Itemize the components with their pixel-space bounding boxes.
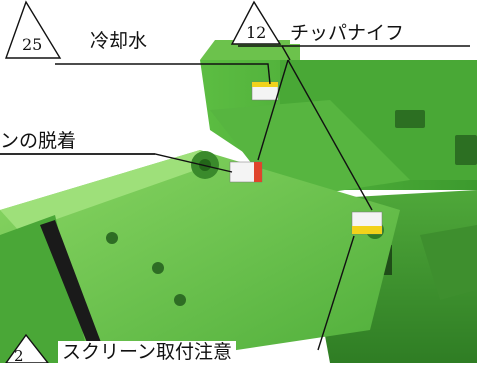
leader-chipper-knife-right [287, 59, 373, 211]
left-bolt-3 [174, 294, 186, 306]
triangle-25 [5, 0, 62, 59]
label-screen-attach: ンの脱着 [0, 130, 77, 152]
leader-cooling-water [55, 63, 271, 85]
label-cooling-water: 冷却水 [90, 30, 148, 52]
label-number-12: 12 [246, 23, 267, 42]
housing-slot-2 [455, 135, 477, 165]
black-seal-strip [40, 220, 102, 350]
label-chipper-knife: チッパナイフ [290, 22, 405, 44]
label-screen-install: スクリーン取付注意 [58, 341, 237, 363]
triangle-12 [230, 0, 282, 45]
top-cover-edge [0, 150, 210, 232]
left-bolt-1 [106, 232, 118, 244]
label-number-2: 2 [14, 347, 24, 365]
left-frame [0, 215, 90, 363]
leader-chipper-knife-left [257, 59, 289, 161]
right-base-top [420, 225, 477, 300]
sticker-cooling-water-band [252, 82, 278, 87]
sticker-chipper-knife-left-band [254, 162, 262, 182]
leader-screen-install [317, 235, 355, 351]
feed-chute [210, 100, 410, 200]
upper-housing-front [200, 40, 300, 60]
label-number-25: 25 [22, 35, 43, 54]
left-bolt-2 [152, 262, 164, 274]
housing-slot-1 [395, 110, 425, 128]
sticker-chipper-knife-right-band [352, 226, 382, 234]
triangle-2 [5, 333, 49, 363]
